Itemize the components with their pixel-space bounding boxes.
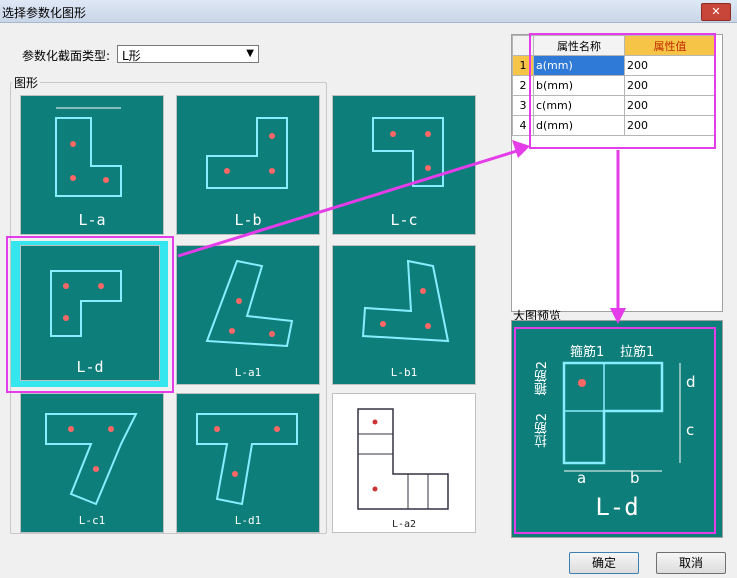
thumb-name: L-a [78, 211, 106, 229]
thumb-l-a1[interactable]: L-a1 [176, 245, 320, 385]
row-index-header [512, 35, 534, 56]
annotation-c: c [686, 421, 695, 439]
selection-highlight-frame [6, 236, 174, 393]
l-c1-drawing [45, 413, 138, 506]
preview-label: 大图预览 [513, 309, 562, 323]
cancel-button[interactable]: 取消 [656, 552, 726, 574]
thumb-name: L-b1 [390, 366, 418, 379]
l-d-drawing [50, 270, 122, 337]
section-type-select[interactable]: L形 ▼ [117, 45, 259, 63]
ok-button[interactable]: 确定 [569, 552, 639, 574]
attribute-table: 属性名称 属性值 1 a(mm) 200 2 b(mm) 200 3 c(mm)… [512, 35, 716, 136]
window-title: 选择参数化图形 [2, 6, 87, 20]
thumb-l-c1[interactable]: L-c1 [20, 393, 164, 533]
l-b1-drawing [361, 259, 450, 343]
attr-value-cell[interactable]: 200 [624, 115, 716, 136]
row-index: 1 [512, 55, 534, 76]
annotation-tie: 拉筋1 [620, 345, 655, 360]
thumb-l-d1[interactable]: L-d1 [176, 393, 320, 533]
thumb-name: L-c [390, 211, 418, 229]
preview-name: L-d [595, 493, 639, 521]
figure-group [10, 82, 327, 534]
table-row[interactable]: 4 d(mm) 200 [512, 115, 716, 136]
close-button[interactable]: ✕ [701, 3, 731, 21]
thumb-l-b1[interactable]: L-b1 [332, 245, 476, 385]
thumb-name: L-d1 [234, 514, 262, 527]
annotation-b: b [630, 469, 640, 487]
thumb-l-a2[interactable]: L-a2 [332, 393, 476, 533]
thumb-l-c[interactable]: L-c [332, 95, 476, 235]
chevron-down-icon: ▼ [246, 48, 254, 59]
section-type-label: 参数化截面类型: [22, 49, 111, 63]
l-a-drawing [55, 107, 122, 197]
preview-panel: 箍筋1 拉筋1 箍筋2 拉筋2 a b c d L-d [511, 320, 723, 538]
attr-name-cell[interactable]: d(mm) [533, 115, 625, 136]
thumb-l-d[interactable]: L-d [20, 245, 160, 381]
col-header-value: 属性值 [624, 35, 716, 56]
thumb-l-a[interactable]: L-a [20, 95, 164, 235]
table-highlight-frame [529, 33, 716, 149]
figure-group-label: 图形 [12, 74, 41, 91]
attr-name-cell[interactable]: b(mm) [533, 75, 625, 96]
l-d1-drawing [196, 413, 298, 506]
preview-highlight-frame [514, 327, 716, 534]
annotation-a: a [577, 469, 587, 487]
thumb-name: L-c1 [78, 514, 106, 527]
thumb-l-b[interactable]: L-b [176, 95, 320, 235]
thumb-name: L-b [234, 211, 262, 229]
l-a2-drawing [357, 408, 449, 510]
table-row[interactable]: 1 a(mm) 200 [512, 55, 716, 76]
col-header-name: 属性名称 [533, 35, 625, 56]
section-type-value: L形 [122, 49, 141, 63]
thumb-name: L-a2 [391, 519, 417, 530]
annotation-stirrup: 箍筋1 [570, 345, 605, 360]
l-a1-drawing [205, 259, 294, 348]
table-row[interactable]: 3 c(mm) 200 [512, 95, 716, 116]
preview-drawing [562, 361, 681, 472]
thumb-name: L-d [76, 358, 104, 376]
thumb-name: L-a1 [234, 366, 262, 379]
table-row[interactable]: 2 b(mm) 200 [512, 75, 716, 96]
title-bar: 选择参数化图形 ✕ [0, 0, 737, 23]
annotation-d: d [686, 373, 696, 391]
